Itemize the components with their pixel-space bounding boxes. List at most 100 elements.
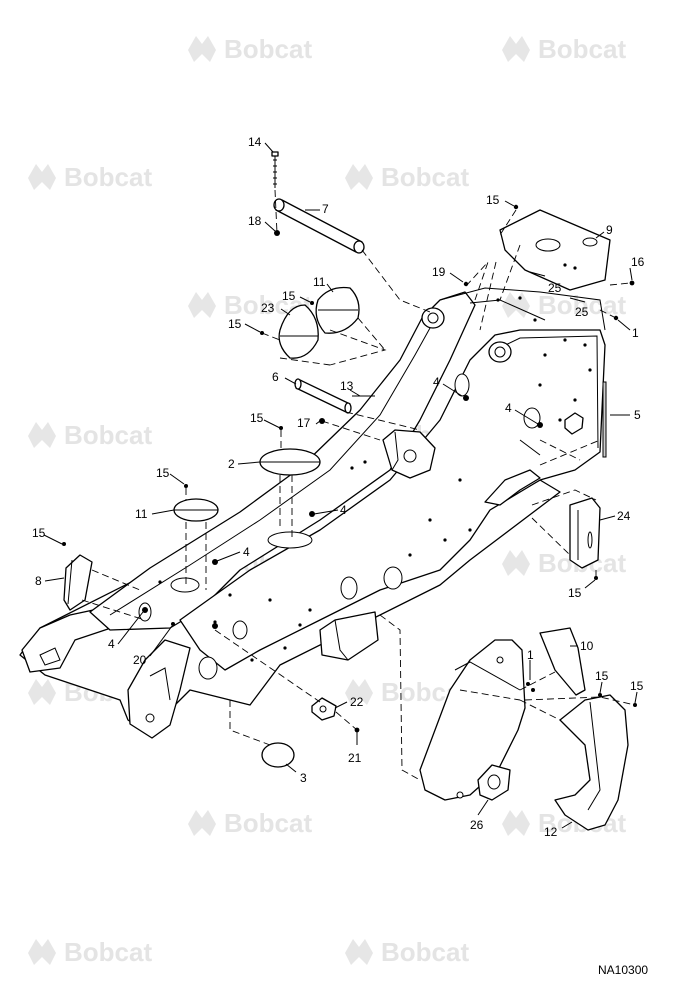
callout-10: 10 (580, 639, 594, 653)
callout-22: 22 (350, 695, 364, 709)
part-12-side-panel (554, 694, 629, 831)
part-14-bolt (271, 151, 279, 188)
part-1-pin (526, 682, 530, 686)
callout-24: 24 (617, 509, 631, 523)
part-4-nut (463, 395, 469, 401)
watermark-logo: Bobcat (188, 34, 312, 64)
callout-4: 4 (243, 545, 250, 559)
part-5-strip (602, 381, 607, 458)
watermark-logo: Bobcat (188, 808, 312, 838)
part-23-cover-upper (278, 304, 319, 359)
callout-17: 17 (297, 416, 311, 430)
callout-13: 13 (340, 379, 354, 393)
callout-18: 18 (248, 214, 262, 228)
part-15-bolt (184, 484, 188, 488)
part-1-pin (531, 688, 535, 692)
watermark-text: Bobcat (381, 937, 469, 967)
dashed-leaders (81, 189, 636, 781)
part-15-bolt (279, 426, 283, 430)
part-3-plug (261, 742, 295, 768)
callout-7: 7 (322, 202, 329, 216)
callout-21: 21 (348, 751, 362, 765)
watermark-text: Bobcat (64, 420, 152, 450)
callout-15: 15 (156, 466, 170, 480)
callout-labels: 14 7 18 15 9 19 16 25 25 1 11 23 15 15 6… (32, 135, 645, 839)
callout-15: 15 (282, 289, 296, 303)
part-11-cover-upper (315, 286, 360, 334)
watermark-logo: Bobcat (28, 162, 152, 192)
callout-15: 15 (486, 193, 500, 207)
part-8-bracket (63, 554, 93, 611)
watermark-logo: Bobcat (502, 290, 626, 320)
watermark-text: Bobcat (381, 162, 469, 192)
part-4-nut (309, 511, 315, 517)
callout-leaders (43, 142, 638, 829)
callout-4: 4 (433, 375, 440, 389)
part-4-nut (212, 559, 218, 565)
callout-14: 14 (248, 135, 262, 149)
watermark-text: Bobcat (224, 808, 312, 838)
part-25-clip (529, 271, 546, 277)
callout-3: 3 (300, 771, 307, 785)
callout-1: 1 (632, 326, 639, 340)
callout-4: 4 (505, 401, 512, 415)
callout-11: 11 (135, 507, 148, 521)
part-24-bracket (569, 497, 601, 569)
figure-reference: NA10300 (598, 963, 648, 977)
part-16-bolt (629, 280, 635, 286)
callout-25: 25 (548, 281, 562, 295)
part-18-nut (274, 230, 280, 236)
watermark-text: Bobcat (224, 34, 312, 64)
watermark-text: Bobcat (64, 162, 152, 192)
callout-15: 15 (32, 526, 46, 540)
callout-15: 15 (568, 586, 582, 600)
part-11-cover-lower (173, 498, 219, 522)
callout-5: 5 (634, 408, 641, 422)
part-26-panel (419, 639, 526, 801)
part-9-cover-plate (499, 209, 611, 291)
callout-15: 15 (630, 679, 644, 693)
part-25-clip (569, 297, 586, 303)
watermark-text: Bobcat (64, 937, 152, 967)
part-15-bolt (598, 693, 602, 697)
part-20-bolt (171, 622, 175, 626)
watermark-logo: Bobcat (345, 937, 469, 967)
callout-25: 25 (575, 305, 589, 319)
callout-15: 15 (250, 411, 264, 425)
watermark-logo: Bobcat (28, 420, 152, 450)
part-10-plate (539, 627, 586, 696)
callout-19: 19 (432, 265, 446, 279)
part-frame-bolt (212, 623, 218, 629)
callout-6: 6 (272, 370, 279, 384)
watermark-logo: Bobcat (345, 162, 469, 192)
part-7-pin (273, 198, 365, 254)
watermark-logo: Bobcat (28, 937, 152, 967)
watermark-text: Bobcat (538, 290, 626, 320)
callout-11: 11 (313, 275, 326, 289)
watermark-text: Bobcat (538, 34, 626, 64)
part-15-bolt (62, 542, 66, 546)
callout-15: 15 (228, 317, 242, 331)
part-4-nut (142, 607, 148, 613)
callout-12: 12 (544, 825, 558, 839)
callout-4: 4 (340, 503, 347, 517)
part-15-bolt (513, 204, 519, 210)
part-15-bolt (310, 301, 314, 305)
part-22-bracket (311, 697, 337, 721)
callout-16: 16 (631, 255, 645, 269)
callout-20: 20 (133, 653, 147, 667)
watermark-logo: Bobcat (502, 548, 626, 578)
callout-9: 9 (606, 223, 613, 237)
part-2-cover (259, 448, 321, 476)
callout-8: 8 (35, 574, 42, 588)
callout-15: 15 (595, 669, 609, 683)
callout-23: 23 (261, 301, 275, 315)
frame-bolt-dots (158, 296, 592, 662)
callout-1: 1 (527, 648, 534, 662)
part-6-pin (294, 378, 352, 414)
part-15-bolt (594, 576, 598, 580)
callout-2: 2 (228, 457, 235, 471)
callout-4: 4 (108, 637, 115, 651)
part-4-nut (537, 422, 543, 428)
